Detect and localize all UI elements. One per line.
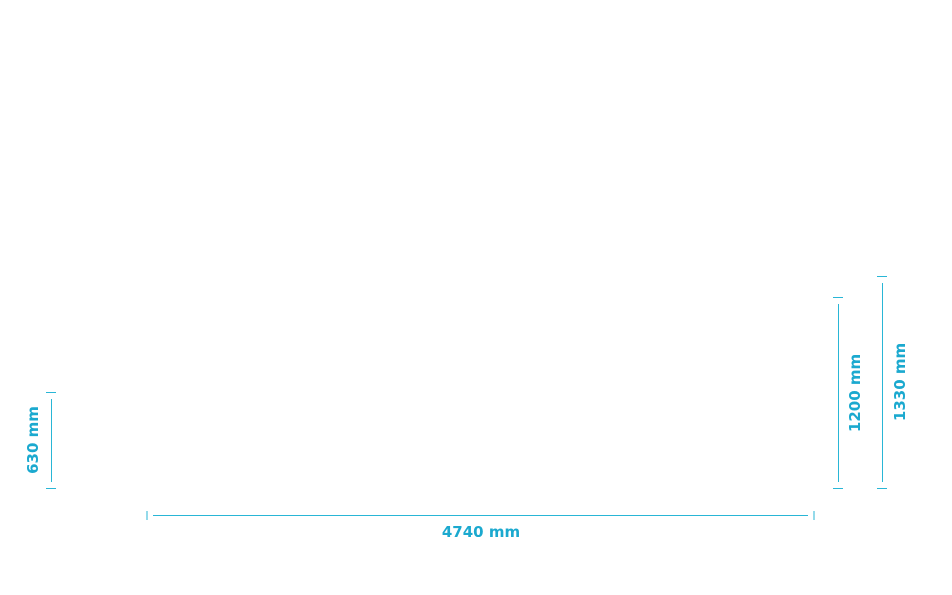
width-dimension-label: 4740 mm <box>442 523 520 541</box>
right-outer-height-dimension: 1330 mm <box>877 276 909 489</box>
right-outer-height-label: 1330 mm <box>891 343 909 421</box>
left-height-label: 630 mm <box>24 406 42 474</box>
right-inner-height-label: 1200 mm <box>846 354 864 432</box>
right-inner-height-dimension: 1200 mm <box>833 297 864 489</box>
width-dimension: 4740 mm <box>146 511 815 541</box>
left-height-dimension: 630 mm <box>24 392 56 489</box>
